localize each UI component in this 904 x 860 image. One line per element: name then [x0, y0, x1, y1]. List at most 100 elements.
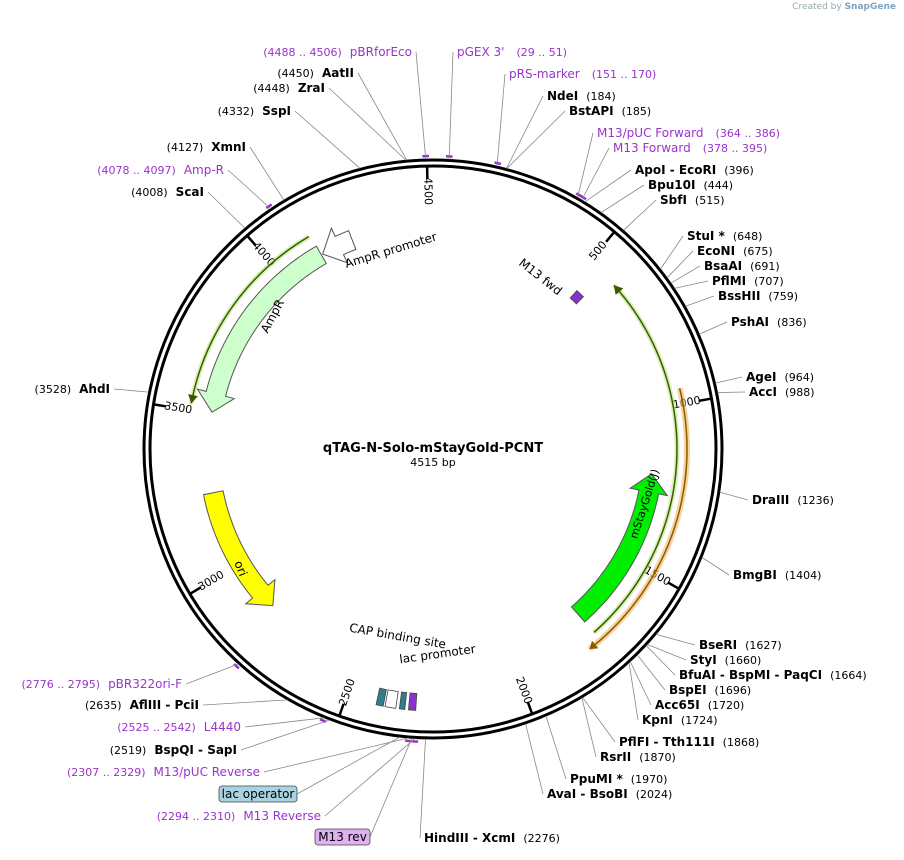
enzyme-name: ApoI - EcoRI [635, 163, 716, 177]
enzyme-position: (1660) [725, 654, 762, 667]
enzyme-name: EcoNI [697, 244, 735, 258]
primer-l4440: (2525 .. 2542)L4440 [117, 720, 241, 734]
leader-line [208, 192, 245, 228]
primer-m13-reverse: (2294 .. 2310) M13 Reverse [157, 809, 321, 823]
leader-line [329, 88, 406, 160]
primer-name: M13/pUC Reverse [154, 765, 261, 779]
enzyme-styi: StyI (1660) [690, 653, 761, 667]
credit-prefix: Created by [792, 2, 842, 12]
enzyme-name: SspI [262, 104, 291, 118]
enzyme-name: Bpu10I [648, 178, 695, 192]
enzyme-position: (1724) [681, 714, 718, 727]
tick-label-3500: 3500 [163, 399, 193, 416]
enzyme-bseri: BseRI (1627) [699, 638, 782, 652]
enzyme-name: NdeI [547, 89, 578, 103]
leader-line [601, 185, 644, 213]
leader-line [325, 738, 415, 816]
leader-line [358, 73, 407, 160]
enzyme-position: (184) [586, 90, 616, 103]
tick-label-500: 500 [586, 238, 609, 262]
enzyme-pshai: PshAI (836) [731, 315, 807, 329]
leader-line [685, 296, 714, 306]
leader-line [582, 148, 609, 200]
primer-range: (151 .. 170) [592, 68, 657, 81]
enzyme-ahdi: (3528)AhdI [35, 382, 110, 396]
enzyme-name: ScaI [176, 185, 204, 199]
m13-rev-mark [408, 693, 416, 711]
primer-range: (2294 .. 2310) [157, 810, 236, 823]
enzyme-name: BspQI - SapI [154, 743, 237, 757]
leader-line [578, 133, 593, 198]
enzyme-position: (185) [622, 105, 652, 118]
enzyme-name: ZraI [298, 81, 325, 95]
enzyme-name: BstAPI [569, 104, 614, 118]
enzyme-bfuai-bspmi-paqci: BfuAI - BspMI - PaqCI(1664) [679, 668, 867, 682]
enzyme-zrai: (4448) ZraI [253, 81, 325, 95]
enzyme-name: BspEI [669, 683, 707, 697]
primer-range: (378 .. 395) [703, 142, 768, 155]
enzyme-bspei: BspEI (1696) [669, 683, 751, 697]
lac-promoter-mark [385, 690, 398, 708]
enzyme-name: StuI * [687, 229, 726, 243]
enzyme-name: PshAI [731, 315, 769, 329]
enzyme-kpni: KpnI(1724) [642, 713, 717, 727]
leader-line [420, 739, 426, 838]
enzyme-agei: AgeI(964) [746, 370, 814, 384]
enzyme-name: BfuAI - BspMI - PaqCI [679, 668, 822, 682]
leader-line [671, 266, 700, 283]
enzyme-position: (1627) [745, 639, 782, 652]
cap-binding-site-mark [376, 688, 386, 706]
plasmid-name: qTAG-N-Solo-mStayGold-PCNT [323, 441, 543, 456]
enzyme-position: (691) [750, 260, 780, 273]
primer-name: M13 Forward [613, 141, 691, 155]
ori-arrow [204, 491, 275, 606]
enzyme-name: Acc65I [655, 698, 700, 712]
leader-line [674, 281, 708, 288]
enzyme-name: BmgBI [733, 568, 777, 582]
enzyme-position: (4008) [131, 186, 168, 199]
leader-line [449, 52, 453, 159]
enzyme-position: (836) [777, 316, 807, 329]
tick-label-3000: 3000 [196, 568, 227, 594]
enzyme-bsaai: BsaAI(691) [704, 259, 780, 273]
enzyme-name: BseRI [699, 638, 737, 652]
primer-range: (4078 .. 4097) [97, 164, 176, 177]
enzyme-name: HindIII - XcmI [424, 831, 515, 845]
leader-line [186, 664, 238, 684]
enzyme-afliii-pcii: (2635)AflIII - PciI [85, 698, 199, 712]
enzyme-hindiii-xcmi: HindIII - XcmI (2276) [424, 831, 560, 845]
lac-operator-mark [399, 692, 406, 710]
leader-line [623, 200, 656, 230]
leader-line [506, 96, 543, 168]
leader-line [715, 377, 742, 383]
leader-line [585, 170, 631, 202]
primer-name: pGEX 3' [457, 45, 504, 59]
primer-name: Amp-R [184, 163, 224, 177]
enzyme-position: (1236) [797, 494, 834, 507]
leader-line [720, 492, 748, 500]
snapgene-logo-text: SnapGene [845, 2, 896, 12]
enzyme-position: (1870) [639, 751, 676, 764]
enzyme-name: PflFI - Tth111I [619, 735, 715, 749]
primer-name: pRS-marker [509, 67, 580, 81]
enzyme-bsshii: BssHII(759) [718, 289, 798, 303]
enzyme-position: (4448) [253, 82, 290, 95]
primer-name: pBRforEco [350, 45, 412, 59]
enzyme-position: (4450) [277, 67, 314, 80]
enzyme-position: (2276) [523, 832, 560, 845]
enzyme-name: AccI [749, 385, 777, 399]
enzyme-name: StyI [690, 653, 717, 667]
primer-name: M13 Reverse [243, 809, 321, 823]
primer-range: (2525 .. 2542) [117, 721, 196, 734]
enzyme-position: (1696) [715, 684, 752, 697]
primer-pbr322ori-f: (2776 .. 2795)pBR322ori-F [22, 677, 183, 691]
primer-amp-r: (4078 .. 4097) Amp-R [97, 163, 224, 177]
enzyme-stui: StuI *(648) [687, 229, 762, 243]
primer-m13-puc-forward: M13/pUC Forward(364 .. 386) [597, 126, 780, 140]
enzyme-bmgbi: BmgBI(1404) [733, 568, 821, 582]
tick-500 [606, 232, 614, 242]
leader-line [507, 111, 565, 169]
enzyme-position: (675) [743, 245, 773, 258]
enzyme-position: (988) [785, 386, 815, 399]
